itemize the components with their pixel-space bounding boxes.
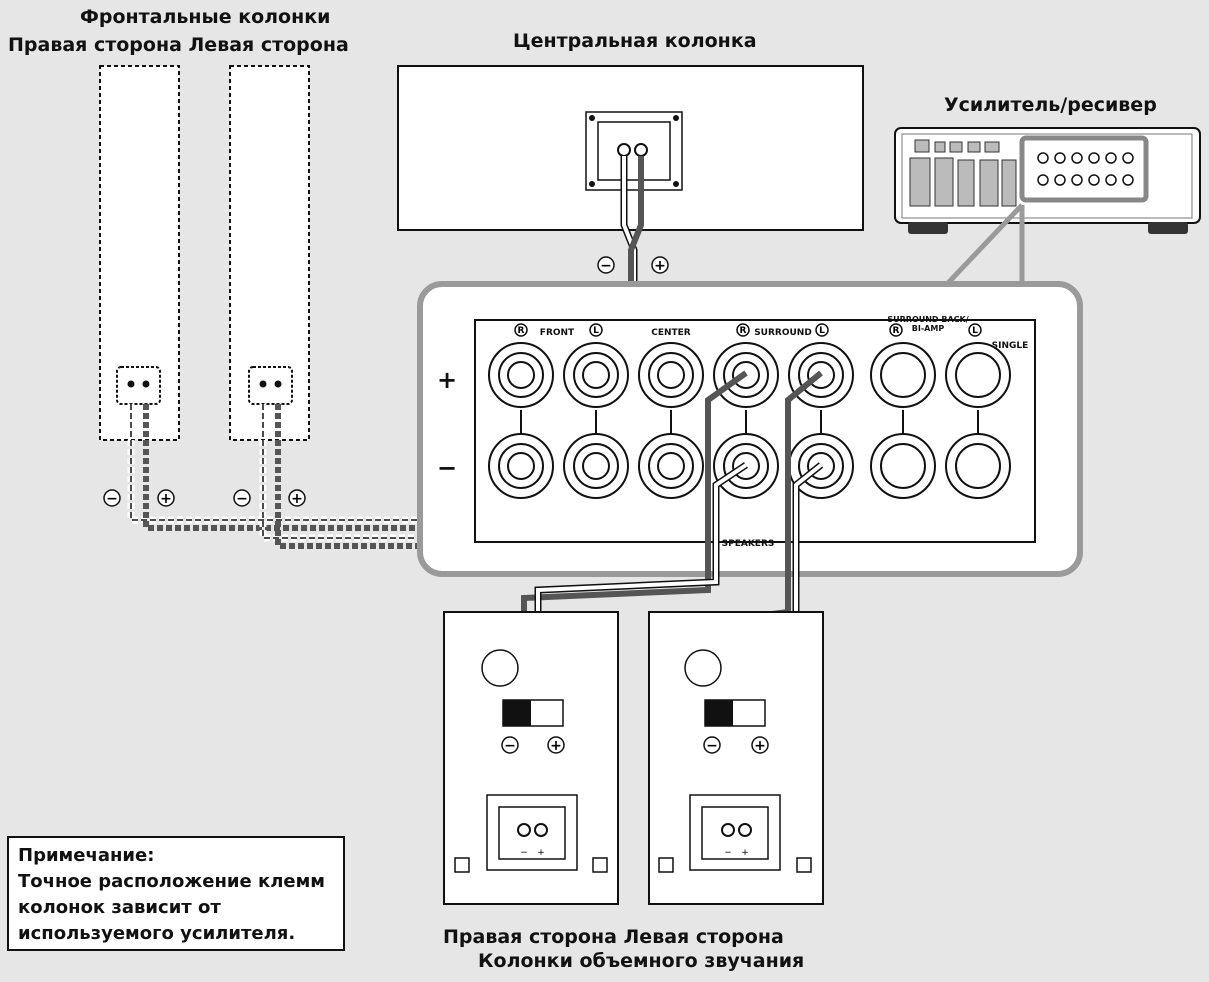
svg-text:+: +	[741, 848, 749, 858]
zoom-callout	[946, 203, 1025, 285]
center-speaker-title: Центральная колонка	[513, 30, 757, 52]
surround-speakers-title: Колонки объемного звучания	[478, 950, 805, 972]
center-polarity: − +	[597, 256, 669, 274]
svg-text:R: R	[518, 326, 525, 336]
polarity-minus-label: −	[106, 491, 118, 507]
polarity-plus-label: +	[291, 491, 303, 507]
binding-posts	[488, 342, 1011, 499]
front-right-polarity: − +	[103, 489, 175, 507]
single-label: SINGLE	[992, 341, 1029, 351]
surround-label: SURROUND	[754, 328, 812, 338]
svg-text:+: +	[537, 848, 545, 858]
front-speaker-left	[229, 65, 310, 441]
svg-text:−: −	[600, 258, 612, 274]
svg-text:+: +	[754, 738, 766, 754]
front-speakers-sides: Правая сторона Левая сторона	[8, 34, 349, 56]
surround-speaker-left: − + − +	[648, 611, 824, 905]
panel-text: + − FRONT CENTER SURROUND SURROUND BACK/…	[437, 315, 1028, 549]
svg-text:−: −	[520, 848, 528, 858]
receiver-device	[894, 127, 1201, 234]
front-speaker-right	[99, 65, 180, 441]
speakers-label: SPEAKERS	[722, 539, 775, 549]
surround-speaker-right: − + − +	[443, 611, 619, 905]
svg-text:L: L	[972, 326, 978, 336]
svg-text:+: +	[654, 258, 666, 274]
note-line: используемого усилителя.	[18, 923, 296, 944]
svg-text:L: L	[819, 326, 825, 336]
note-line: колонок зависит от	[18, 897, 221, 918]
panel-rl-markers: R L R L R L	[514, 323, 982, 337]
front-label: FRONT	[540, 328, 575, 338]
note-line: Точное расположение клемм	[18, 871, 326, 892]
svg-text:R: R	[740, 326, 747, 336]
receiver-title: Усилитель/ресивер	[944, 94, 1157, 116]
minus-sign: −	[437, 454, 457, 482]
svg-text:+: +	[550, 738, 562, 754]
front-speakers-title: Фронтальные колонки	[80, 6, 331, 28]
note-title: Примечание:	[18, 845, 155, 866]
polarity-minus-label: −	[236, 491, 248, 507]
polarity-plus-label: +	[160, 491, 172, 507]
plus-sign: +	[437, 366, 457, 394]
surround-speakers-sides: Правая сторона Левая сторона	[443, 926, 784, 948]
svg-text:−: −	[706, 738, 718, 754]
svg-text:L: L	[593, 326, 599, 336]
note-box: Примечание: Точное расположение клемм ко…	[7, 836, 345, 951]
svg-text:−: −	[504, 738, 516, 754]
svg-text:−: −	[724, 848, 732, 858]
center-speaker	[397, 65, 864, 231]
surround-back-label: SURROUND BACK/	[887, 315, 968, 324]
front-left-polarity: − +	[233, 489, 306, 507]
center-label: CENTER	[651, 328, 691, 338]
bi-amp-label: BI-AMP	[912, 324, 945, 333]
svg-text:R: R	[893, 326, 900, 336]
